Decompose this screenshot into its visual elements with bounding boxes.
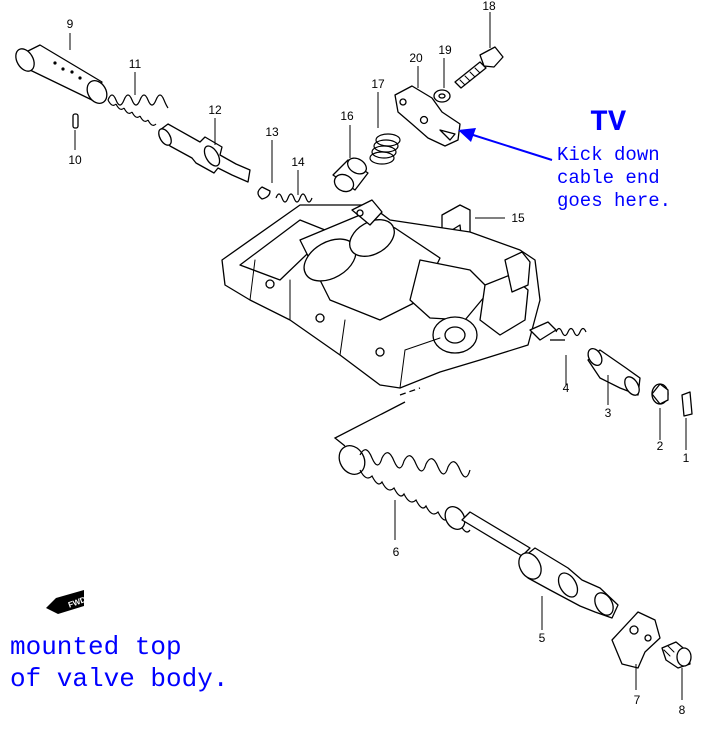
label-part-18: 18 (482, 0, 496, 13)
part-5-shaft (461, 511, 619, 630)
part-18-bolt (454, 12, 504, 89)
tv-note-line2: cable end (557, 167, 660, 189)
label-part-11: 11 (129, 57, 142, 71)
part-11-spring (107, 72, 169, 126)
label-part-20: 20 (409, 51, 423, 65)
part-19-washer (433, 58, 451, 103)
part-7-plate (611, 611, 661, 690)
tv-note-line3: goes here. (557, 190, 671, 212)
tv-callout-arrow (458, 128, 553, 161)
label-part-5: 5 (539, 631, 546, 645)
label-part-9: 9 (67, 17, 74, 31)
part-2-cup-plug (651, 383, 669, 440)
tv-note-line1: Kick down (557, 144, 660, 166)
label-part-3: 3 (605, 406, 612, 420)
label-part-8: 8 (679, 703, 686, 717)
part-13-clip (257, 140, 273, 200)
fwd-direction-badge: FWD (46, 590, 87, 614)
footer-note-line1: mounted top (10, 632, 182, 662)
part-17-spring (369, 92, 401, 165)
part-8-bolt (661, 641, 692, 700)
part-4-spring (529, 321, 587, 385)
label-part-10: 10 (68, 153, 82, 167)
label-part-14: 14 (291, 155, 305, 169)
label-part-17: 17 (371, 77, 385, 91)
tv-title: TV (590, 106, 626, 140)
label-part-2: 2 (657, 439, 664, 453)
part-16-plunger (332, 125, 369, 193)
label-part-1: 1 (683, 451, 690, 465)
label-part-16: 16 (340, 109, 354, 123)
label-part-4: 4 (563, 381, 570, 395)
footer-note-line2: of valve body. (10, 664, 228, 694)
part-6-spring (338, 445, 471, 540)
label-part-12: 12 (208, 103, 222, 117)
part-20-cam-plate (394, 66, 461, 147)
label-part-19: 19 (438, 43, 452, 57)
label-part-15: 15 (511, 211, 525, 225)
part-1-retainer (681, 391, 693, 450)
part-12-valve (158, 118, 251, 183)
valve-body-housing (221, 199, 541, 389)
label-part-6: 6 (393, 545, 400, 559)
part-3-plug (587, 347, 641, 405)
part-10-pin (72, 113, 79, 150)
label-part-7: 7 (634, 693, 641, 707)
shaft-axis-line (333, 339, 565, 447)
label-part-13: 13 (265, 125, 279, 139)
part-9-sleeve (15, 33, 108, 104)
